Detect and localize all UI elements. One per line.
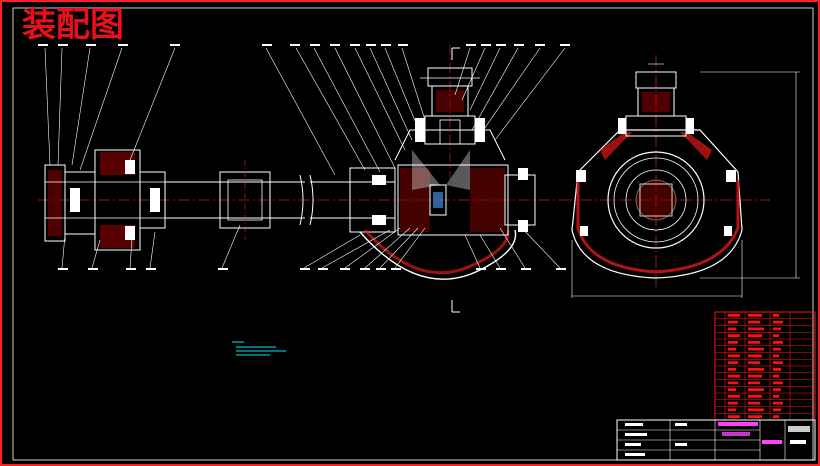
parts-cell-mark [773, 354, 779, 358]
pinion-input-assembly [415, 45, 485, 180]
side-dimensions [571, 63, 800, 298]
parts-cell-mark [728, 354, 740, 358]
parts-list-table [714, 311, 816, 421]
parts-cell-mark [728, 334, 740, 337]
leader-lines-top [44, 47, 566, 176]
parts-cell-mark [728, 408, 736, 412]
main-section-view [38, 44, 570, 313]
parts-cell-mark [773, 374, 779, 378]
parts-cell-mark [748, 381, 760, 385]
parts-cell-mark [773, 327, 781, 331]
technical-notes [232, 341, 286, 356]
parts-cell-mark [748, 401, 760, 405]
parts-cell-mark [728, 341, 738, 344]
parts-cell-mark [748, 408, 764, 412]
parts-cell-mark [728, 388, 736, 391]
parts-cell-mark [748, 347, 764, 351]
parts-cell-mark [773, 408, 781, 412]
parts-cell-mark [728, 381, 738, 385]
parts-cell-mark [773, 415, 779, 418]
parts-cell-mark [728, 401, 738, 405]
left-hub-assembly [44, 149, 166, 251]
parts-cell-mark [773, 388, 781, 391]
parts-cell-mark [773, 361, 783, 364]
parts-cell-mark [748, 354, 762, 358]
drawing-title: 装配图 [22, 5, 124, 45]
parts-cell-mark [728, 415, 740, 418]
parts-cell-mark [773, 368, 781, 371]
parts-cell-mark [773, 395, 779, 398]
parts-cell-mark [748, 334, 762, 337]
parts-cell-mark [728, 327, 736, 331]
half-shaft [165, 160, 396, 240]
leader-lines-bottom [61, 224, 561, 269]
parts-cell-mark [728, 361, 738, 364]
parts-cell-mark [728, 368, 736, 371]
parts-cell-mark [773, 334, 779, 337]
parts-cell-mark [748, 374, 762, 378]
title-block [616, 419, 816, 461]
parts-cell-mark [773, 320, 783, 324]
inner-border [12, 7, 814, 461]
parts-cell-mark [748, 327, 764, 331]
parts-cell-mark [773, 314, 779, 317]
parts-cell-mark [728, 347, 736, 351]
parts-cell-mark [728, 374, 740, 378]
parts-cell-mark [728, 320, 738, 324]
parts-cell-mark [748, 320, 760, 324]
parts-cell-mark [748, 388, 764, 391]
parts-cell-mark [748, 314, 762, 317]
parts-cell-mark [773, 341, 783, 344]
differential-housing [359, 129, 536, 280]
section-cut-marks [451, 47, 460, 313]
parts-cell-mark [773, 381, 783, 385]
parts-cell-mark [728, 314, 740, 317]
leader-ticks-bottom [58, 268, 566, 270]
side-section-view [560, 55, 800, 298]
parts-cell-mark [773, 347, 781, 351]
parts-cell-mark [748, 415, 762, 418]
parts-cell-mark [748, 395, 762, 398]
leader-ticks-top [38, 44, 570, 46]
parts-cell-mark [748, 341, 760, 344]
parts-cell-mark [748, 368, 764, 371]
parts-cell-mark [748, 361, 760, 364]
parts-cell-mark [773, 401, 783, 405]
parts-cell-mark [728, 395, 740, 398]
